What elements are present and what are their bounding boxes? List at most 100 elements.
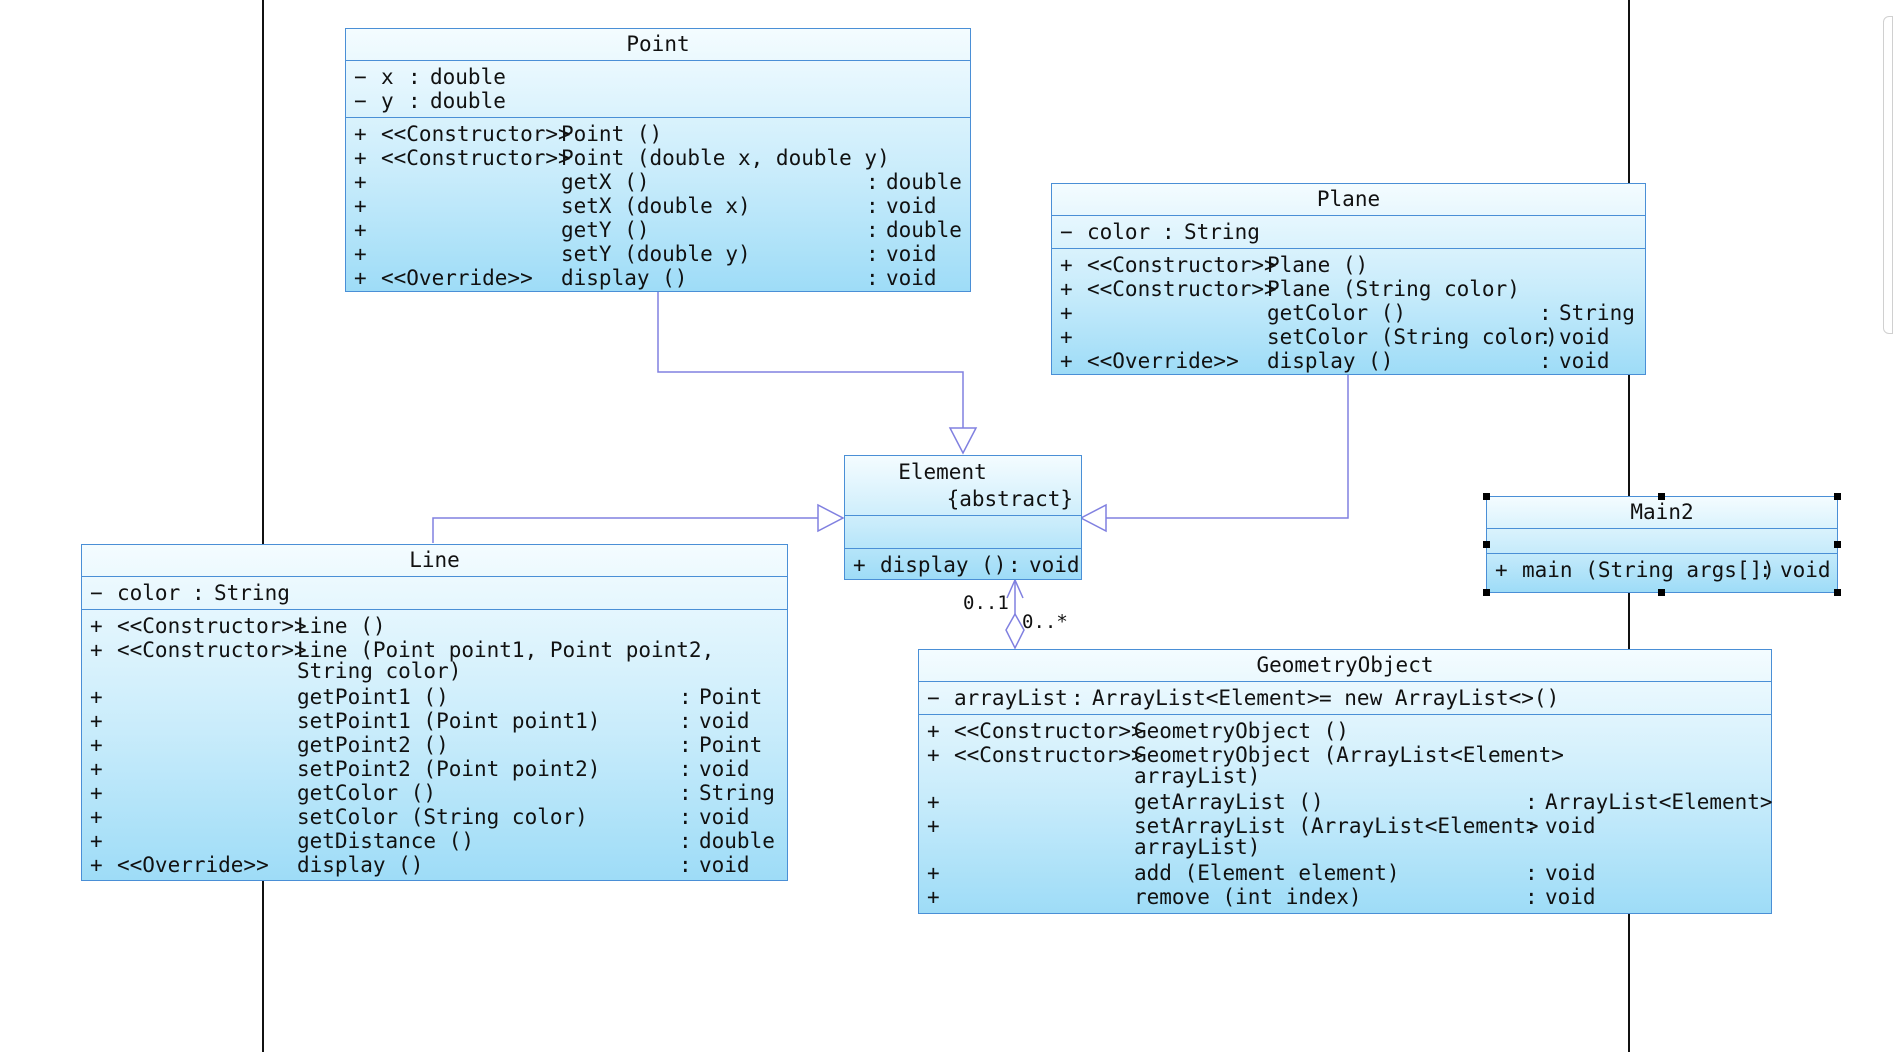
operation-row[interactable]: +getY ():double xyxy=(346,218,970,242)
return-type: ArrayList<Element> xyxy=(1545,790,1773,814)
operations-compartment: +<<Constructor>>Line () +<<Constructor>>… xyxy=(82,610,787,881)
visibility-marker: + xyxy=(354,194,367,218)
type-separator: : xyxy=(1162,220,1175,244)
attribute-type: String xyxy=(1184,220,1260,244)
operation-signature: main (String args[]) xyxy=(1522,558,1775,582)
selection-handle[interactable] xyxy=(1658,493,1665,500)
plane-generalization-line[interactable] xyxy=(1106,374,1349,519)
operation-row[interactable]: +<<Constructor>>GeometryObject () xyxy=(919,719,1771,743)
attribute-row[interactable]: −color: String xyxy=(1052,220,1645,244)
selection-handle[interactable] xyxy=(1483,541,1490,548)
type-separator: : xyxy=(408,89,421,113)
class-element[interactable]: Element {abstract} +display ():void xyxy=(844,455,1082,580)
operation-row[interactable]: +getPoint2 ():Point xyxy=(82,733,787,757)
return-type: void xyxy=(1545,885,1596,909)
operation-row[interactable]: +<<Override>>display ():void xyxy=(346,266,970,290)
operation-row[interactable]: +setPoint2 (Point point2):void xyxy=(82,757,787,781)
operation-row[interactable]: +getDistance ():double xyxy=(82,829,787,853)
return-type: void xyxy=(699,805,750,829)
operation-signature: getArrayList () xyxy=(1134,790,1324,814)
operation-row[interactable]: +remove (int index):void xyxy=(919,885,1771,909)
return-separator: : xyxy=(1525,861,1538,885)
visibility-marker: − xyxy=(1060,220,1073,244)
operation-row[interactable]: +<<Override>>display ():void xyxy=(1052,349,1645,373)
operation-row[interactable]: +getArrayList ():ArrayList<Element> xyxy=(919,790,1773,814)
attribute-row[interactable]: −color:String xyxy=(82,581,787,605)
attributes-compartment: −arrayList:ArrayList<Element>= new Array… xyxy=(919,682,1771,715)
selection-handle[interactable] xyxy=(1834,589,1841,596)
operation-row[interactable]: +getPoint1 ():Point xyxy=(82,685,787,709)
attributes-compartment: −color: String xyxy=(1052,216,1645,249)
operation-row[interactable]: +<<Constructor>>Line () xyxy=(82,614,787,638)
point-generalization-arrowhead xyxy=(948,427,978,455)
attribute-name: color xyxy=(1087,220,1151,244)
operation-row[interactable]: +setY (double y):void xyxy=(346,242,970,266)
return-separator: : xyxy=(679,685,692,709)
operation-signature: Plane (String color) xyxy=(1267,277,1520,301)
stereotype: <<Constructor>> xyxy=(954,719,1144,743)
selection-handle[interactable] xyxy=(1834,541,1841,548)
operations-compartment: +display ():void xyxy=(845,549,1081,581)
operations-compartment: +<<Constructor>>Point () +<<Constructor>… xyxy=(346,118,970,294)
operation-signature: setColor (String color) xyxy=(1267,325,1558,349)
stereotype: <<Constructor>> xyxy=(1087,277,1277,301)
visibility-marker: + xyxy=(354,218,367,242)
operation-signature: remove (int index) xyxy=(1134,885,1362,909)
class-plane[interactable]: Plane −color:String +<<Constructor>>Plan… xyxy=(1051,183,1646,375)
operation-row[interactable]: +<<Constructor>>Plane () xyxy=(1052,253,1645,277)
class-main2[interactable]: Main2 +main (String args[]):void xyxy=(1486,496,1838,593)
selection-handle[interactable] xyxy=(1834,493,1841,500)
operation-row[interactable]: +setColor (String color):void xyxy=(82,805,787,829)
visibility-marker: + xyxy=(927,743,940,767)
line-generalization-line[interactable] xyxy=(432,517,818,543)
operation-signature: Line () xyxy=(297,614,386,638)
visibility-marker: + xyxy=(90,685,103,709)
return-type: void xyxy=(699,757,750,781)
operation-signature: add (Element element) xyxy=(1134,861,1400,885)
operation-row[interactable]: +setArrayList (ArrayList<Element> arrayL… xyxy=(919,814,1771,861)
return-type: double xyxy=(699,829,775,853)
operation-row[interactable]: +setColor (String color):void xyxy=(1052,325,1645,349)
operation-row[interactable]: +<<Constructor>>Line (Point point1, Poin… xyxy=(82,638,787,685)
operation-row[interactable]: +getColor ():String xyxy=(1052,301,1645,325)
operation-row[interactable]: +<<Constructor>>Point (double x, double … xyxy=(346,146,970,170)
operation-row[interactable]: +main (String args[]):void xyxy=(1487,558,1837,582)
operation-signature: getColor () xyxy=(1267,301,1407,325)
operation-row[interactable]: +<<Constructor>>Point () xyxy=(346,122,970,146)
class-line[interactable]: Line −color:String +<<Constructor>>Line … xyxy=(81,544,788,881)
point-generalization-line[interactable] xyxy=(657,292,964,428)
attribute-row[interactable]: −arrayList:ArrayList<Element>= new Array… xyxy=(919,686,1771,710)
attribute-row[interactable]: −x:double xyxy=(346,65,970,89)
selection-handle[interactable] xyxy=(1658,589,1665,596)
selection-handle[interactable] xyxy=(1483,493,1490,500)
operation-signature: getPoint2 () xyxy=(297,733,449,757)
attribute-type: double xyxy=(430,89,506,113)
return-separator: : xyxy=(679,733,692,757)
visibility-marker: + xyxy=(927,861,940,885)
selection-handle[interactable] xyxy=(1483,589,1490,596)
class-point[interactable]: Point −x:double −y:double +<<Constructor… xyxy=(345,28,971,292)
class-geometry-object[interactable]: GeometryObject −arrayList:ArrayList<Elem… xyxy=(918,649,1773,914)
operation-row[interactable]: +getColor ():String xyxy=(82,781,787,805)
return-separator: : xyxy=(1525,814,1538,838)
stereotype: <<Constructor>> xyxy=(117,638,307,662)
attribute-type: ArrayList<Element> xyxy=(1092,686,1320,710)
operation-signature: GeometryObject (ArrayList<Element> array… xyxy=(1134,743,1564,788)
operation-row[interactable]: +getX ():double xyxy=(346,170,970,194)
stereotype: <<Override>> xyxy=(1087,349,1239,373)
operation-row[interactable]: +setPoint1 (Point point1):void xyxy=(82,709,787,733)
operation-row[interactable]: + add (Element element): void xyxy=(919,861,1771,885)
stereotype: <<Override>> xyxy=(381,266,533,290)
vertical-scrollbar-thumb[interactable] xyxy=(1883,16,1893,334)
return-type: void xyxy=(1545,861,1596,885)
operation-row[interactable]: +<<Constructor>>GeometryObject (ArrayLis… xyxy=(919,743,1771,790)
return-type: String xyxy=(699,781,775,805)
operations-compartment: +<<Constructor>>Plane () +<<Constructor>… xyxy=(1052,249,1645,377)
return-type: void xyxy=(886,194,937,218)
operation-row[interactable]: +<<Constructor>>Plane (String color) xyxy=(1052,277,1645,301)
operation-row[interactable]: +display ():void xyxy=(845,553,1081,577)
operation-row[interactable]: +<<Override>>display ():void xyxy=(82,853,787,877)
attribute-row[interactable]: −y:double xyxy=(346,89,970,113)
operation-row[interactable]: +setX (double x):void xyxy=(346,194,970,218)
